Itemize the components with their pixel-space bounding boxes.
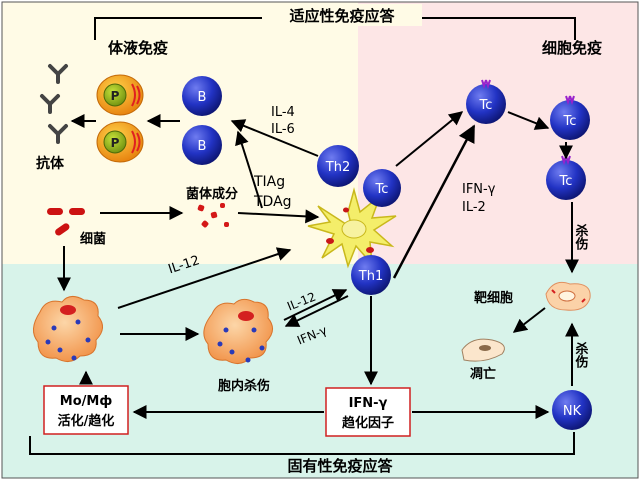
ifn-box-line1: IFN-γ [349, 396, 388, 411]
macrophage-activated [203, 298, 273, 364]
arrow-tc-to-tc [507, 111, 550, 130]
adaptive-title: 适应性免疫应答 [289, 7, 395, 25]
il4-label: IL-4 [271, 105, 295, 120]
ifn-box-line2: 趋化因子 [342, 415, 394, 431]
kill-tc-label-1: 杀伤 [573, 223, 590, 251]
arrow-target-to-apoptosis [512, 307, 546, 333]
mo-box-line2: 活化/趋化 [58, 413, 115, 429]
plasma-cell-label: P [111, 136, 120, 150]
bacterial-fragments [197, 203, 229, 228]
innate-title-bg [250, 456, 430, 476]
plasma-cell: P [96, 121, 144, 163]
th1-cell: Th1 [351, 255, 391, 295]
il2-label: IL-2 [462, 200, 486, 215]
tc-cell: Tc [546, 155, 586, 200]
b-cell-label: B [198, 139, 207, 154]
th2-cell-label: Th2 [325, 160, 350, 175]
antibody-icon [40, 64, 68, 144]
arrow-il12-to-dc [117, 247, 292, 309]
mo-activation-box: Mo/Mф 活化/趋化 [43, 385, 129, 435]
plasma-cell: P [96, 74, 144, 116]
th1-cell-label: Th1 [358, 269, 383, 284]
bacteria-icon [47, 208, 85, 236]
il6-label: IL-6 [271, 122, 295, 137]
dendritic-cell [307, 187, 397, 269]
mo-box-line1: Mo/Mф [60, 394, 113, 409]
plasma-cell-label: P [111, 89, 120, 103]
innate-title: 固有性免疫应答 [287, 457, 393, 475]
th2-cell: Th2 [317, 145, 359, 187]
bacteria-label: 细菌 [80, 231, 106, 247]
b-cell: B [182, 76, 222, 116]
nk-cell-label: NK [563, 404, 582, 419]
target-cell [545, 281, 591, 311]
innate-bracket [29, 432, 575, 455]
target-cell-label: 靶细胞 [474, 290, 513, 306]
tdag-label: TDAg [253, 194, 292, 210]
ifng-th1-label: IFN-γ [462, 182, 496, 197]
tc-cell: Tc [466, 79, 506, 124]
tc-cell-label: Tc [563, 114, 577, 129]
intracellular-kill-label: 胞内杀伤 [217, 378, 270, 394]
bacterial-components-label: 菌体成分 [186, 186, 238, 202]
adaptive-title-bg [262, 4, 422, 26]
cellular-title: 细胞免疫 [542, 39, 602, 57]
tc-cell-label: Tc [479, 98, 493, 113]
arrow-th2-to-b [230, 119, 319, 157]
cellular-region [358, 2, 638, 264]
arrow-ifng-to-macrophage [284, 295, 349, 327]
tc-cell-label: Tc [559, 174, 573, 189]
b-cell-label: B [198, 90, 207, 105]
ifn-chemokine-box: IFN-γ 趋化因子 [325, 387, 411, 437]
tc-cell-center: Tc [363, 169, 401, 207]
nk-cell: NK [552, 390, 592, 430]
antibody-label: 抗体 [36, 155, 65, 172]
tc-cell-label: Tc [375, 182, 389, 197]
apoptotic-cell [461, 338, 505, 362]
tiag-label: TIAg [253, 174, 285, 190]
arrow-tiag-to-b [235, 130, 263, 209]
b-cell: B [182, 125, 222, 165]
tc-cell: Tc [550, 95, 590, 140]
arrow-components-to-dc [237, 209, 320, 224]
humoral-title: 体液免疫 [108, 39, 168, 57]
arrow-th1-to-tc [392, 124, 476, 279]
kill-nk-label-1: 杀伤 [573, 341, 590, 369]
innate-region [2, 264, 638, 478]
macrophage [33, 296, 103, 362]
arrow-tc-activation [395, 111, 464, 167]
apoptosis-label: 凋亡 [470, 366, 496, 382]
